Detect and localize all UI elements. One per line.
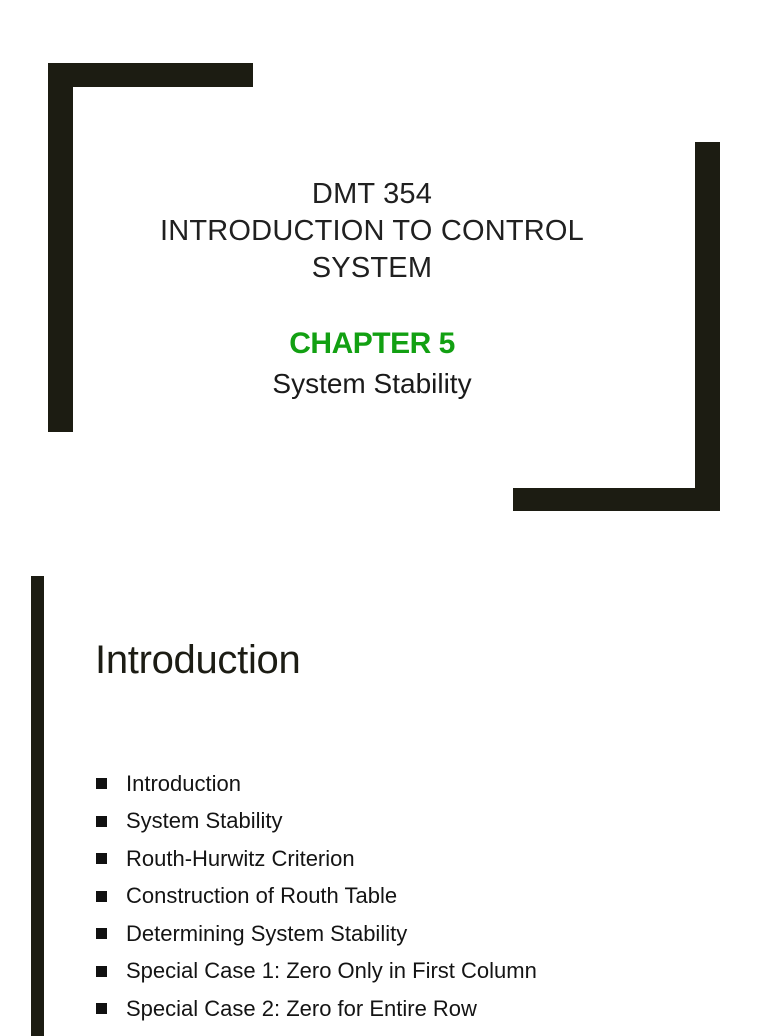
top-left-bracket-horizontal (48, 63, 253, 87)
list-item: Special Case 2: Zero for Entire Row (96, 990, 537, 1028)
course-code: DMT 354 (311, 178, 433, 210)
square-bullet-icon (96, 778, 107, 790)
square-bullet-icon (96, 928, 107, 940)
chapter-subtitle: System Stability (272, 368, 472, 399)
list-item-text: Special Case 1: Zero Only in First Colum… (126, 958, 537, 984)
square-bullet-icon (96, 1003, 107, 1015)
bottom-right-bracket-vertical (695, 142, 720, 511)
list-item: Determining System Stability (96, 915, 537, 953)
course-title: DMT 354 INTRODUCTION TO CONTROL SYSTEM (130, 176, 614, 287)
list-item-text: Special Case 2: Zero for Entire Row (126, 995, 477, 1021)
chapter-label: CHAPTER 5 (289, 327, 455, 360)
square-bullet-icon (96, 815, 107, 827)
bullet-list: Introduction System Stability Routh-Hurw… (96, 765, 537, 1028)
list-item: System Stability (96, 803, 537, 841)
course-name-line-2: SYSTEM (311, 252, 433, 284)
top-left-bracket-vertical (48, 63, 73, 432)
list-item: Special Case 1: Zero Only in First Colum… (96, 953, 537, 991)
list-item: Introduction (96, 765, 537, 803)
course-name-line-1: INTRODUCTION TO CONTROL (159, 215, 585, 247)
square-bullet-icon (96, 965, 107, 977)
left-accent-bar (31, 576, 44, 1036)
list-item-text: Routh-Hurwitz Criterion (126, 845, 355, 871)
list-item-text: Construction of Routh Table (126, 883, 398, 909)
introduction-slide: Introduction Introduction System Stabili… (0, 540, 768, 1036)
square-bullet-icon (96, 853, 107, 865)
slide-title: Introduction (95, 638, 301, 682)
list-item: Routh-Hurwitz Criterion (96, 840, 537, 878)
list-item: Construction of Routh Table (96, 878, 537, 916)
list-item-text: Introduction (126, 770, 241, 796)
title-slide: DMT 354 INTRODUCTION TO CONTROL SYSTEM C… (48, 63, 720, 511)
list-item-text: System Stability (126, 808, 283, 834)
square-bullet-icon (96, 890, 107, 902)
list-item-text: Determining System Stability (126, 920, 408, 946)
bottom-right-bracket-horizontal (513, 488, 720, 511)
